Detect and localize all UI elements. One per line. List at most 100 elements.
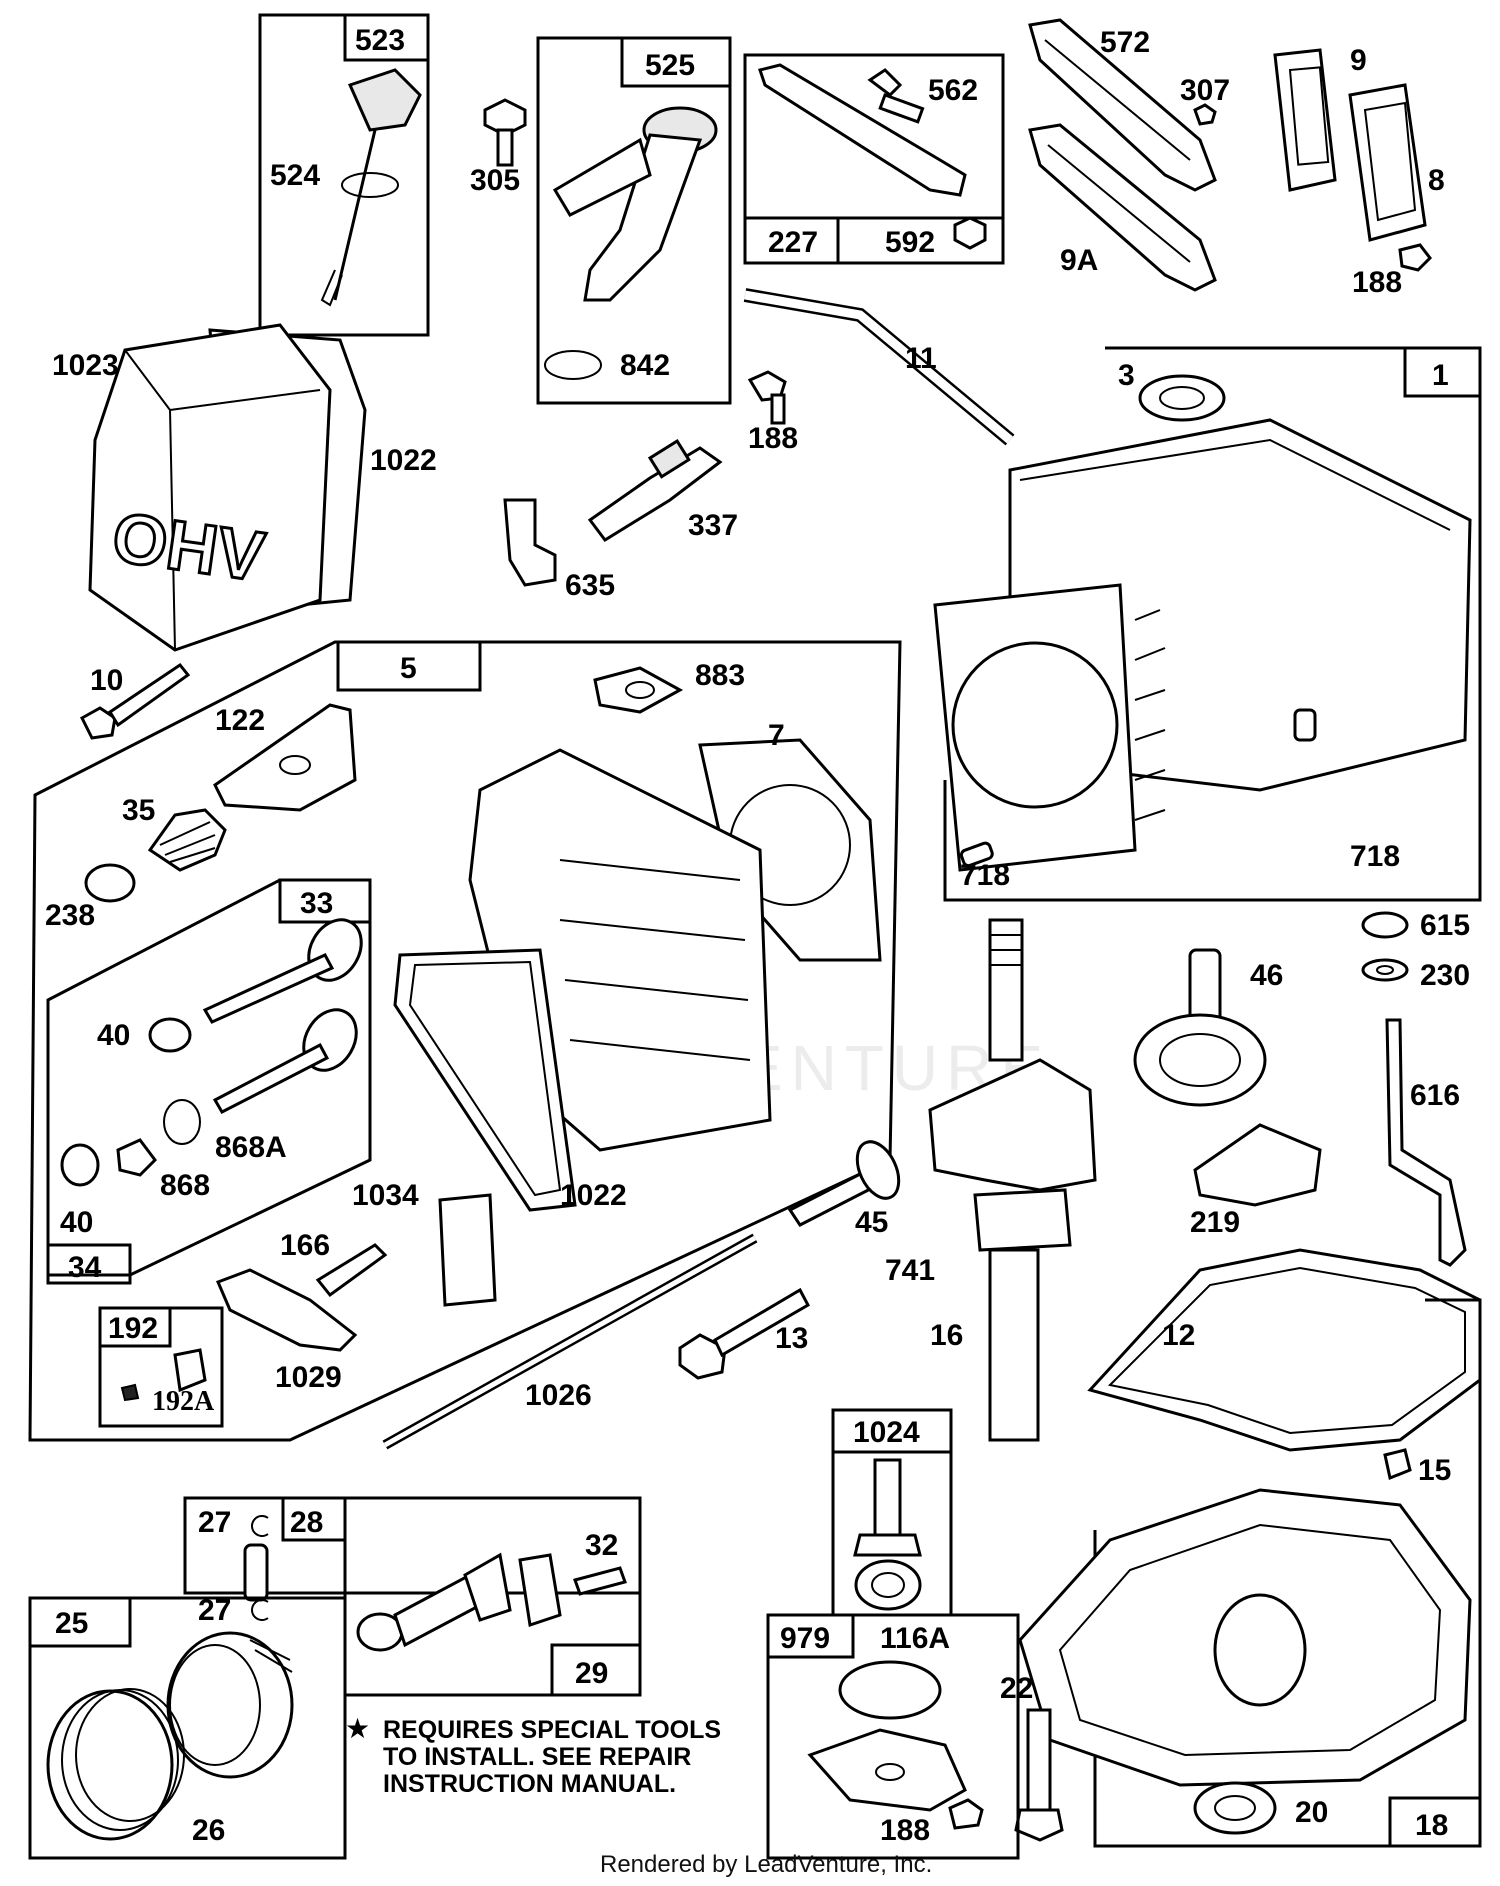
cylinder-bore: [951, 641, 1119, 809]
piston-box: [28, 1596, 347, 1860]
oil-pump-housing: [854, 1559, 922, 1611]
clip-27-bottom: [251, 1599, 269, 1621]
label-5: 5: [400, 652, 417, 685]
breather-tube-11[interactable]: 11: [743, 288, 1015, 446]
shaft-45-flange: [855, 1140, 901, 1200]
label-26: 26: [192, 1814, 225, 1847]
valve-cover-top-edge: [169, 389, 321, 411]
label-1022-top: 1022: [370, 444, 437, 477]
sump-box-label: [1388, 1796, 1482, 1848]
label-741: 741: [885, 1254, 935, 1287]
adjuster-screw-192: [173, 1348, 207, 1393]
dipstick-rod: [333, 129, 377, 301]
label-1022-bottom: 1022: [560, 1179, 627, 1212]
cylinder-fins: [1134, 609, 1166, 821]
part-45[interactable]: 45: [787, 1135, 907, 1239]
governor-bracket: [758, 63, 967, 197]
cylinder-head-fins: [559, 859, 751, 1061]
intake-valve-stem: [202, 953, 335, 1024]
engine-block-group[interactable]: 1 3 718 718: [933, 346, 1482, 902]
bolt-305[interactable]: 305: [470, 98, 527, 197]
intake-gaskets[interactable]: 572 9A 307: [1028, 18, 1230, 292]
gasket-9a-slot: [1047, 144, 1191, 263]
rocker-cover-gasket-inner: [408, 960, 562, 1197]
bolt-22-head: [1014, 1808, 1064, 1842]
valve-box-label-33: [278, 878, 372, 924]
dipstick-group[interactable]: 523 524: [258, 13, 430, 337]
rocker-cover-gasket-1022: [393, 948, 577, 1212]
pump-cover-box-label: [766, 1613, 855, 1659]
valve-cover-1023: [88, 323, 332, 652]
fill-tube-o-ring: [544, 350, 602, 380]
gasket-12: [1087, 1248, 1482, 1452]
label-32: 32: [585, 1529, 618, 1562]
fill-tube-body: [583, 133, 703, 302]
rocker-guide-hole: [279, 755, 311, 775]
oil-pump-box-label: [831, 1408, 953, 1454]
screw-307: [1193, 103, 1217, 126]
governor-219: [1193, 1123, 1322, 1207]
valve-cover-group[interactable]: OHV 1023 1022: [52, 323, 437, 652]
breather-group[interactable]: 9 8 188: [1273, 44, 1445, 299]
gasket-883: [593, 666, 684, 714]
rocker-arm-1029: [216, 1268, 358, 1352]
washer-230: [1361, 958, 1409, 982]
bolt-shank: [496, 128, 514, 167]
crankshaft-group[interactable]: 741 16: [885, 918, 1097, 1442]
spark-plug-group[interactable]: 188 337 635: [503, 370, 798, 602]
piston-group[interactable]: 25 27 26: [28, 1594, 347, 1860]
sump-group[interactable]: 18 15 20: [1018, 1298, 1482, 1848]
label-592: 592: [885, 226, 935, 259]
fill-tube-bracket: [552, 137, 652, 217]
elbow-635: [503, 498, 557, 587]
plate-1034: [438, 1193, 497, 1307]
label-337: 337: [688, 509, 738, 542]
oil-fill-tube-group[interactable]: 525 842: [536, 36, 732, 405]
bolt-13[interactable]: 13: [678, 1287, 811, 1380]
label-20: 20: [1295, 1796, 1328, 1829]
label-238: 238: [45, 899, 95, 932]
label-1029: 1029: [275, 1361, 342, 1394]
adjuster-nut-192a: [120, 1383, 140, 1402]
label-12: 12: [1162, 1319, 1195, 1352]
cam-gear-inner: [1159, 1033, 1241, 1087]
push-rod-1026[interactable]: 1026: [382, 1233, 758, 1450]
footer-credit: Rendered by LeadVenture, Inc.: [600, 1851, 932, 1878]
cylinder-head-group[interactable]: 5 10 883 122 7 1022 35 238 33 34 40: [28, 640, 902, 1442]
sump-boss: [1213, 1593, 1307, 1707]
breather-bolt: [1398, 243, 1432, 272]
push-rod-fill: [383, 1235, 757, 1448]
dipstick-cap: [347, 68, 422, 132]
label-27-top: 27: [198, 1506, 231, 1539]
oil-fill-box-label: [620, 36, 732, 88]
camshaft-group[interactable]: 46 615 230 616 219: [1133, 909, 1470, 1267]
governor-bracket-group[interactable]: 562 227 592: [743, 53, 1005, 265]
breather-gasket-9: [1273, 48, 1337, 192]
timing-gear-741: [973, 1188, 1072, 1252]
label-166: 166: [280, 1229, 330, 1262]
sump-gasket-12[interactable]: 12: [1087, 1248, 1482, 1452]
label-188-mid: 188: [748, 422, 798, 455]
washer-868a: [163, 1099, 201, 1145]
label-1034: 1034: [352, 1179, 419, 1212]
label-11: 11: [905, 342, 937, 375]
dipstick-tip: [320, 269, 343, 307]
label-27-bottom: 27: [198, 1594, 231, 1627]
pump-cover: [807, 1728, 967, 1812]
label-868a: 868A: [215, 1131, 287, 1164]
special-tools-note: ★ REQUIRES SPECIAL TOOLS TO INSTALL. SEE…: [345, 1712, 721, 1798]
label-718-right: 718: [1350, 840, 1400, 873]
rod-bolt-32: [573, 1566, 627, 1596]
breather-cover-inner: [1363, 101, 1417, 222]
label-7: 7: [768, 719, 785, 752]
note-line-1: REQUIRES SPECIAL TOOLS: [383, 1716, 721, 1744]
piston-box-label: [28, 1596, 132, 1648]
oil-pump-group[interactable]: 1024 979 116A 188: [766, 1408, 1020, 1860]
label-718-left: 718: [960, 859, 1010, 892]
piston-pin: [243, 1543, 269, 1602]
label-15: 15: [1418, 1454, 1451, 1487]
connecting-rod-group[interactable]: 27 28 29 32: [183, 1496, 642, 1697]
label-525: 525: [645, 49, 695, 82]
label-635: 635: [565, 569, 615, 602]
label-46: 46: [1250, 959, 1283, 992]
